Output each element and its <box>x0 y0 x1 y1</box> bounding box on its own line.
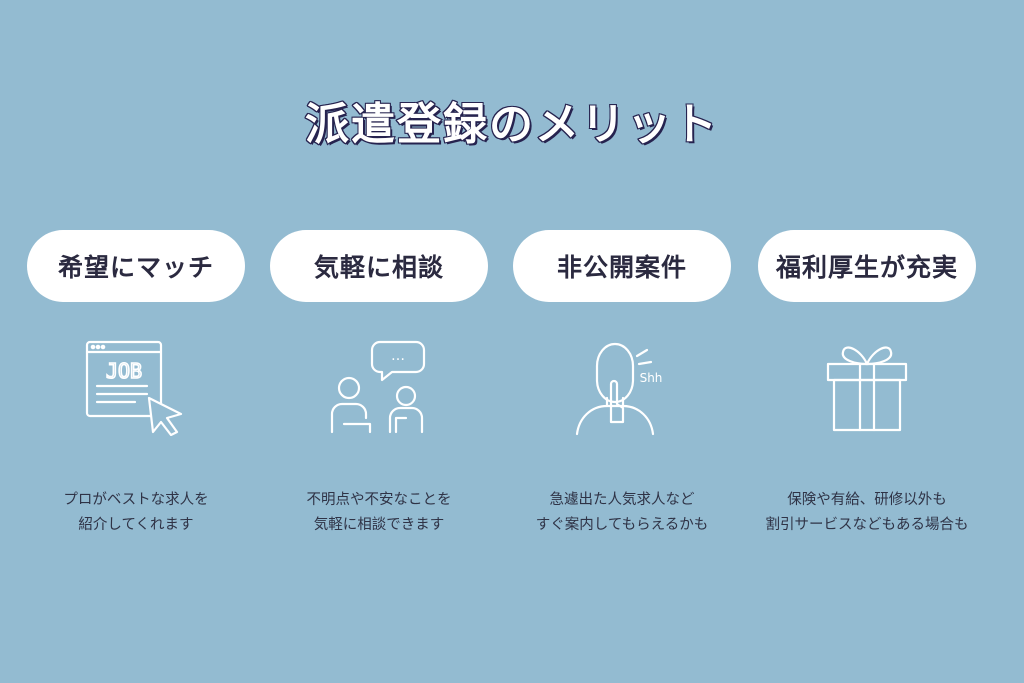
merit-description: 急遽出た人気求人など すぐ案内してもらえるかも <box>535 492 709 533</box>
merit-label: 気軽に相談 <box>270 230 488 302</box>
secret-shh-icon: Shh <box>575 342 663 436</box>
merit-label: 非公開案件 <box>513 230 731 302</box>
shh-text: Shh <box>640 371 663 385</box>
page-title: 派遣登録のメリット <box>304 98 719 151</box>
consultation-people-icon: … <box>330 340 426 434</box>
merit-label: 福利厚生が充実 <box>758 230 976 302</box>
merit-card-private: 非公開案件 Shh 急遽出た人気求人など すぐ案内してもらえるかも <box>513 230 731 538</box>
merit-label: 希望にマッチ <box>27 230 245 302</box>
merit-card-benefits: 福利厚生が充実 保険や有給、研修以外も 割引サービスなどもある場合も <box>758 230 976 538</box>
gift-box-icon <box>826 346 908 432</box>
job-browser-cursor-icon: JOB <box>85 340 183 436</box>
speech-dots: … <box>391 348 405 364</box>
merit-card-consult: 気軽に相談 … 不明点や不安なことを 気軽に相談できます <box>270 230 488 538</box>
job-icon-text: JOB <box>106 359 142 383</box>
merit-card-match: 希望にマッチ JOB プロがベストな求人を 紹介してくれます <box>27 230 245 538</box>
merit-description: プロがベストな求人を 紹介してくれます <box>63 492 209 533</box>
merit-description: 不明点や不安なことを 気軽に相談できます <box>306 492 452 533</box>
merit-description: 保険や有給、研修以外も 割引サービスなどもある場合も <box>765 492 969 533</box>
